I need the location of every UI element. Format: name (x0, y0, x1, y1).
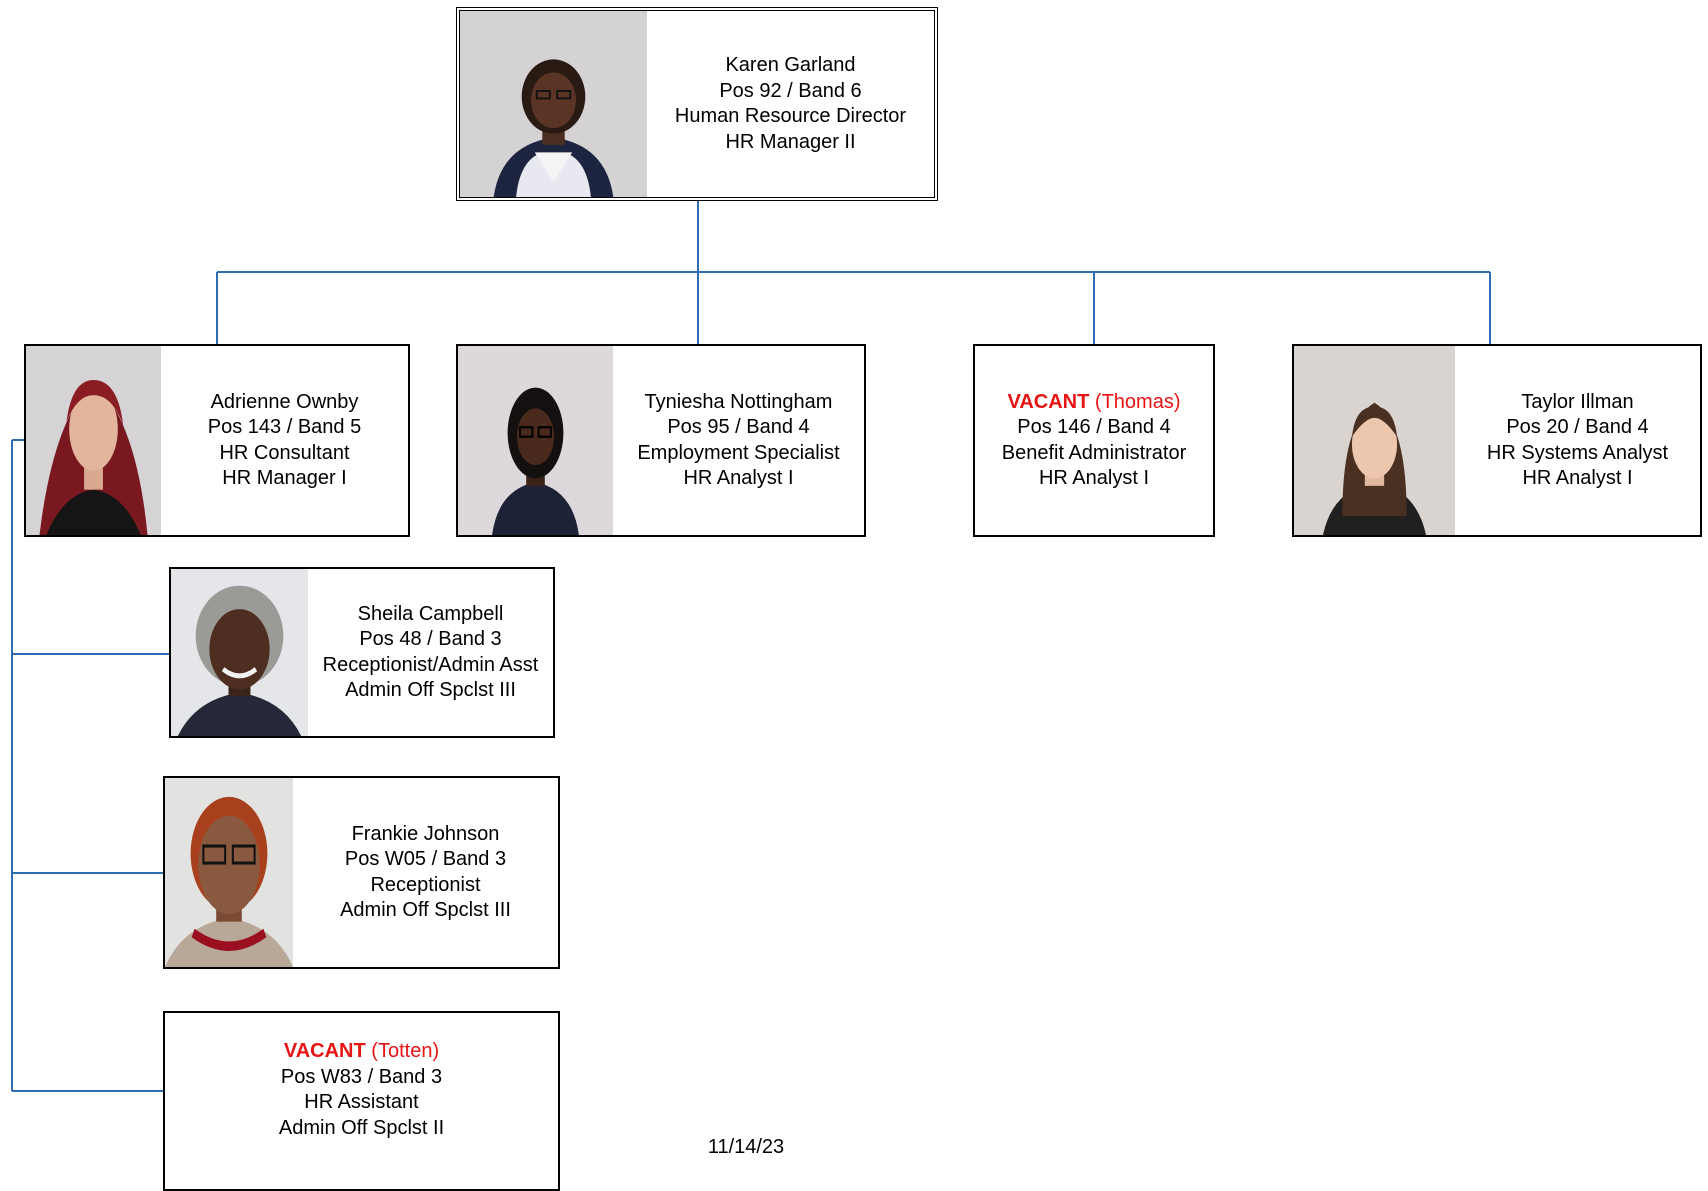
person-classification: Admin Off Spclst III (340, 899, 511, 921)
person-title: Benefit Administrator (1001, 441, 1187, 464)
ownby-text: Adrienne Ownby Pos 143 / Band 5 HR Consu… (161, 346, 408, 535)
vacant-note: (Thomas) (1094, 390, 1181, 413)
director-photo (460, 11, 647, 197)
person-position: Pos 48 / Band 3 (359, 628, 502, 650)
org-connector-lines (11, 200, 1491, 1092)
johnson-text: Frankie Johnson Pos W05 / Band 3 Recepti… (293, 778, 558, 967)
vacant-word: VACANT (283, 1040, 366, 1062)
vacant-thomas-text: VACANT (Thomas) Pos 146 / Band 4 Benefit… (975, 346, 1213, 535)
person-title: Employment Specialist (637, 441, 840, 464)
vacant-label: VACANT (Thomas) (1008, 390, 1181, 416)
vacant-label: VACANT (Totten) (284, 1039, 439, 1065)
person-position: Pos 20 / Band 4 (1506, 416, 1649, 438)
person-title: HR Assistant (304, 1091, 419, 1113)
person-classification: HR Analyst I (1522, 467, 1633, 489)
org-node-nottingham: Tyniesha Nottingham Pos 95 / Band 4 Empl… (456, 344, 866, 537)
person-name: Karen Garland (725, 54, 856, 76)
org-node-illman: Taylor Illman Pos 20 / Band 4 HR Systems… (1292, 344, 1702, 537)
person-name: Taylor Illman (1521, 390, 1634, 413)
person-title: Receptionist/Admin Asst (322, 653, 539, 676)
person-classification: HR Analyst I (683, 467, 794, 489)
person-classification: HR Manager II (725, 130, 856, 153)
person-name: Adrienne Ownby (210, 390, 359, 413)
person-position: Pos W83 / Band 3 (280, 1065, 443, 1088)
vacant-totten-text: VACANT (Totten) Pos W83 / Band 3 HR Assi… (165, 1039, 558, 1141)
nottingham-photo (458, 346, 613, 535)
person-position: Pos 146 / Band 4 (1017, 416, 1171, 438)
org-node-vacant-thomas: VACANT (Thomas) Pos 146 / Band 4 Benefit… (973, 344, 1215, 537)
director-text: Karen Garland Pos 92 / Band 6 Human Reso… (647, 11, 934, 197)
footer-date: 11/14/23 (707, 1136, 785, 1158)
org-node-vacant-totten: VACANT (Totten) Pos W83 / Band 3 HR Assi… (163, 1011, 560, 1191)
person-position: Pos 95 / Band 4 (667, 416, 810, 438)
person-classification: HR Manager I (222, 467, 347, 489)
org-node-johnson: Frankie Johnson Pos W05 / Band 3 Recepti… (163, 776, 560, 969)
illman-photo (1294, 346, 1455, 535)
person-position: Pos 143 / Band 5 (207, 416, 362, 438)
org-node-ownby: Adrienne Ownby Pos 143 / Band 5 HR Consu… (24, 344, 410, 537)
person-title: Receptionist (370, 873, 481, 896)
person-title: Human Resource Director (674, 105, 907, 127)
person-title: HR Systems Analyst (1486, 441, 1669, 464)
org-node-director: Karen Garland Pos 92 / Band 6 Human Reso… (456, 7, 938, 201)
campbell-text: Sheila Campbell Pos 48 / Band 3 Receptio… (308, 569, 553, 736)
person-position: Pos W05 / Band 3 (344, 848, 507, 870)
person-classification: Admin Off Spclst III (345, 679, 516, 701)
person-position: Pos 92 / Band 6 (719, 79, 862, 102)
org-node-campbell: Sheila Campbell Pos 48 / Band 3 Receptio… (169, 567, 555, 738)
person-classification: Admin Off Spclst II (278, 1116, 445, 1139)
johnson-photo (165, 778, 293, 967)
campbell-photo (171, 569, 308, 736)
person-name: Tyniesha Nottingham (644, 390, 833, 413)
person-title: HR Consultant (219, 441, 350, 464)
person-name: Sheila Campbell (357, 602, 504, 625)
vacant-note: (Totten) (371, 1040, 440, 1062)
person-name: Frankie Johnson (351, 822, 500, 845)
ownby-photo (26, 346, 161, 535)
nottingham-text: Tyniesha Nottingham Pos 95 / Band 4 Empl… (613, 346, 864, 535)
vacant-word: VACANT (1007, 390, 1090, 413)
person-classification: HR Analyst I (1038, 467, 1150, 489)
illman-text: Taylor Illman Pos 20 / Band 4 HR Systems… (1455, 346, 1700, 535)
